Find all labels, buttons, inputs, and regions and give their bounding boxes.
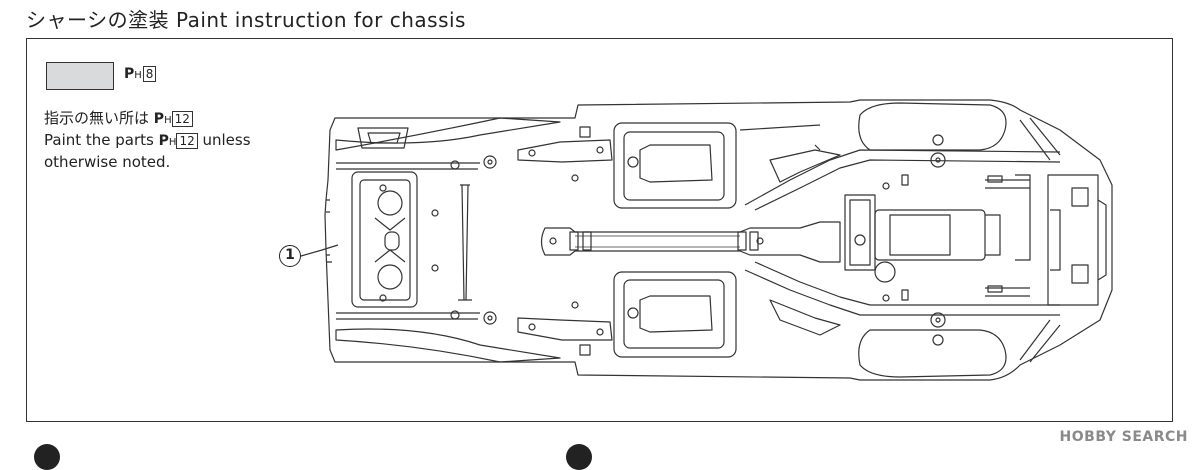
paint-code-prefix: P xyxy=(124,66,135,82)
note-line-2-code-prefix: P xyxy=(158,133,169,149)
note-line-1-code-sub: H xyxy=(164,115,172,126)
note-line-2-code-sub: H xyxy=(168,137,177,148)
front-panel xyxy=(351,171,418,308)
chassis-outline xyxy=(324,99,1113,381)
page-title: シャーシの塗装 Paint instruction for chassis xyxy=(26,8,466,32)
paint-code-sub: H xyxy=(134,70,142,81)
chassis-diagram xyxy=(300,99,1113,381)
note-line-1-code-number: 12 xyxy=(171,111,193,127)
note-line-2-code-number: 12 xyxy=(176,133,198,149)
note-line-2-text-a: Paint the parts xyxy=(44,131,154,149)
instruction-frame xyxy=(26,38,1173,422)
note-line-3: otherwise noted. xyxy=(44,153,171,171)
note-line-2-text-b: unless xyxy=(202,131,251,149)
note-line-1-code-prefix: P xyxy=(153,111,165,127)
paint-code-number: 8 xyxy=(142,66,157,82)
part-callout-1: 1 xyxy=(279,245,301,267)
step-badge-right xyxy=(566,444,592,470)
driveshaft xyxy=(540,221,841,263)
seat-well-bottom xyxy=(613,271,737,358)
watermark: HOBBY SEARCH xyxy=(1059,429,1188,445)
rear-bumper xyxy=(1047,174,1099,306)
step-badge-left xyxy=(34,444,60,470)
note-line-1-text: 指示の無い所は xyxy=(44,109,150,127)
color-swatch xyxy=(46,62,114,90)
seat-well-top xyxy=(613,122,737,209)
